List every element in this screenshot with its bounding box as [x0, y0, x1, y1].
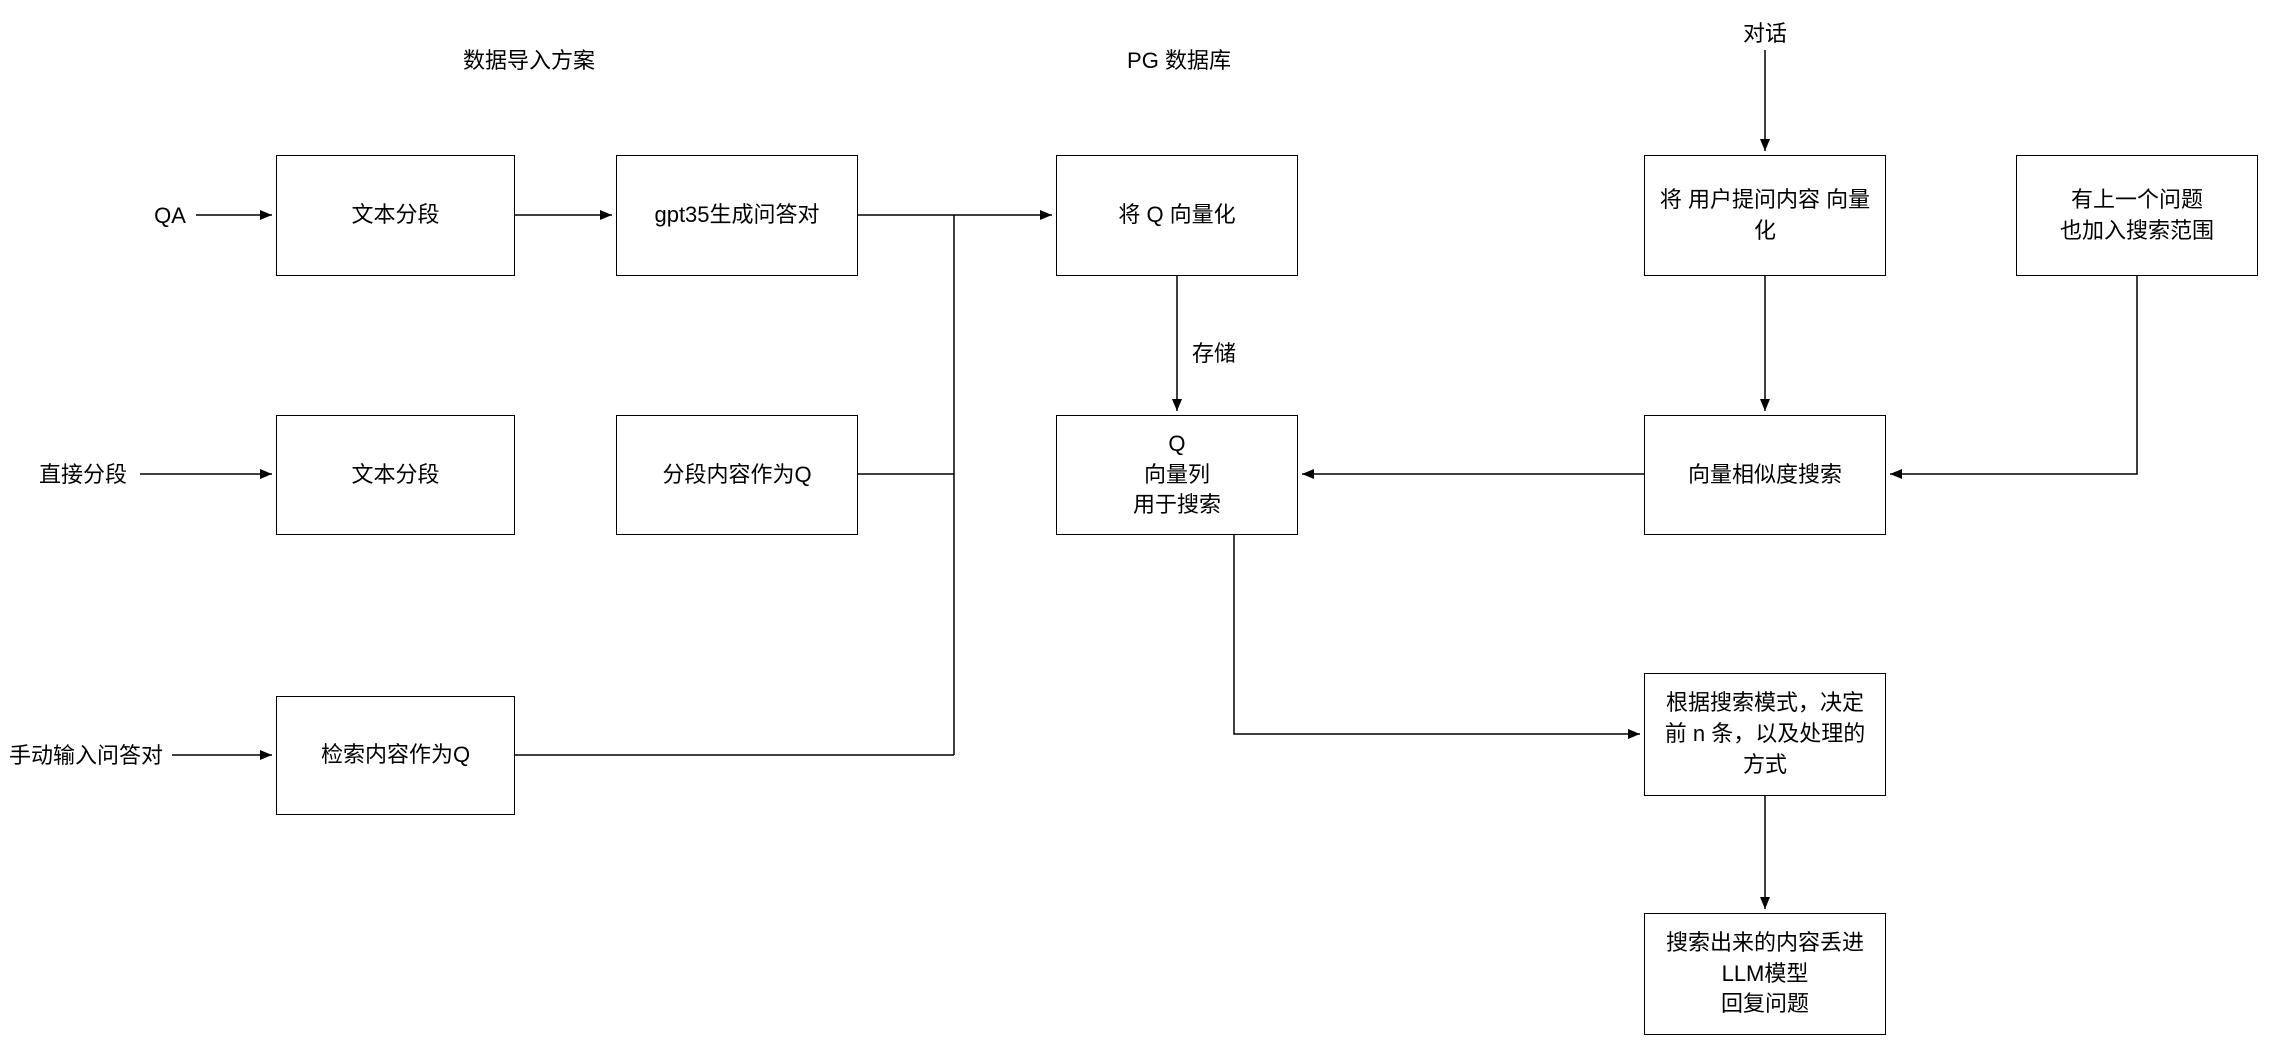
node-retrieval-as-q: 检索内容作为Q [276, 696, 515, 815]
title-pg-database: PG 数据库 [1127, 48, 1231, 73]
label-store: 存储 [1192, 341, 1237, 366]
node-previous-question: 有上一个问题 也加入搜索范围 [2016, 155, 2258, 276]
node-llm-reply: 搜索出来的内容丢进 LLM模型 回复问题 [1644, 913, 1886, 1035]
node-text-segment-2: 文本分段 [276, 415, 515, 535]
label-qa: QA [154, 203, 186, 228]
node-text-segment-1: 文本分段 [276, 155, 515, 276]
title-conversation: 对话 [1742, 21, 1787, 46]
node-segment-as-q: 分段内容作为Q [616, 415, 858, 535]
node-vectorize-q: 将 Q 向量化 [1056, 155, 1298, 276]
node-vector-similarity-search: 向量相似度搜索 [1644, 415, 1886, 535]
node-gpt35-generate: gpt35生成问答对 [616, 155, 858, 276]
edge-qcolumn-to-search-mode [1233, 535, 1640, 739]
title-import-scheme: 数据导入方案 [462, 48, 595, 73]
label-direct-segment: 直接分段 [38, 462, 127, 487]
node-vectorize-user-question: 将 用户提问内容 向量 化 [1644, 155, 1886, 276]
node-search-mode: 根据搜索模式，决定 前 n 条，以及处理的 方式 [1644, 673, 1886, 796]
label-manual-qa: 手动输入问答对 [8, 743, 163, 768]
edge-previous-to-similarity [1890, 276, 2138, 479]
node-q-vector-column: Q 向量列 用于搜索 [1056, 415, 1298, 535]
